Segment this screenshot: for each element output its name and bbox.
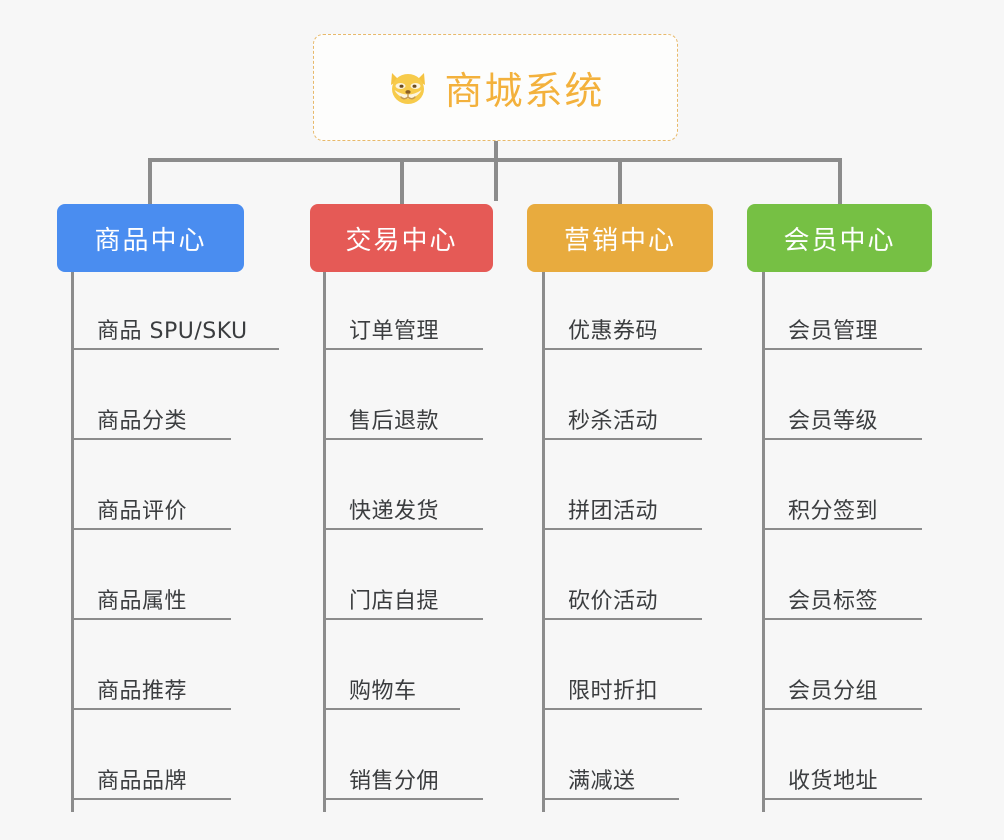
leaf-label: 砍价活动 xyxy=(568,589,659,615)
leaf-label: 会员管理 xyxy=(788,319,879,345)
leaf-item[interactable]: 购物车 xyxy=(323,654,460,710)
leaf-label: 购物车 xyxy=(349,679,417,705)
leaf-label: 收货地址 xyxy=(788,769,879,795)
leaf-item[interactable]: 满减送 xyxy=(542,744,679,800)
leaf-label: 订单管理 xyxy=(349,319,440,345)
category-header-label: 会员中心 xyxy=(783,225,896,256)
leaf-label: 满减送 xyxy=(568,769,636,795)
leaf-item[interactable]: 会员分组 xyxy=(762,654,922,710)
column-spine-3 xyxy=(542,272,545,812)
leaf-label: 门店自提 xyxy=(349,589,440,615)
leaf-item[interactable]: 限时折扣 xyxy=(542,654,702,710)
connector-bus xyxy=(148,158,842,162)
connector-root-stem xyxy=(494,141,498,201)
column-spine-4 xyxy=(762,272,765,812)
leaf-label: 限时折扣 xyxy=(568,679,659,705)
leaf-item[interactable]: 会员标签 xyxy=(762,564,922,620)
leaf-item[interactable]: 砍价活动 xyxy=(542,564,702,620)
leaf-label: 会员标签 xyxy=(788,589,879,615)
leaf-label: 商品推荐 xyxy=(97,679,188,705)
leaf-item[interactable]: 秒杀活动 xyxy=(542,384,702,440)
leaf-item[interactable]: 积分签到 xyxy=(762,474,922,530)
leaf-label: 会员等级 xyxy=(788,409,879,435)
leaf-label: 秒杀活动 xyxy=(568,409,659,435)
root-node[interactable]: 商城系统 xyxy=(313,34,678,141)
leaf-label: 商品分类 xyxy=(97,409,188,435)
category-header-4[interactable]: 会员中心 xyxy=(747,204,932,272)
column-spine-1 xyxy=(71,272,74,812)
column-spine-2 xyxy=(323,272,326,812)
category-header-2[interactable]: 交易中心 xyxy=(310,204,493,272)
leaf-label: 售后退款 xyxy=(349,409,440,435)
leaf-item[interactable]: 收货地址 xyxy=(762,744,922,800)
leaf-item[interactable]: 售后退款 xyxy=(323,384,483,440)
category-header-label: 商品中心 xyxy=(94,225,207,256)
leaf-label: 优惠券码 xyxy=(568,319,659,345)
connector-drop-3 xyxy=(618,158,622,205)
leaf-label: 商品属性 xyxy=(97,589,188,615)
leaf-label: 会员分组 xyxy=(788,679,879,705)
leaf-label: 商品 SPU/SKU xyxy=(97,319,248,345)
connector-drop-1 xyxy=(148,158,152,205)
connector-drop-4 xyxy=(838,158,842,205)
connector-drop-2 xyxy=(400,158,404,205)
category-header-label: 交易中心 xyxy=(345,225,458,256)
leaf-label: 商品评价 xyxy=(97,499,188,525)
category-header-label: 营销中心 xyxy=(563,225,676,256)
leaf-label: 拼团活动 xyxy=(568,499,659,525)
leaf-item[interactable]: 快递发货 xyxy=(323,474,483,530)
leaf-item[interactable]: 商品品牌 xyxy=(71,744,231,800)
leaf-item[interactable]: 商品评价 xyxy=(71,474,231,530)
leaf-item[interactable]: 订单管理 xyxy=(323,294,483,350)
leaf-item[interactable]: 拼团活动 xyxy=(542,474,702,530)
leaf-item[interactable]: 商品 SPU/SKU xyxy=(71,294,279,350)
leaf-item[interactable]: 会员管理 xyxy=(762,294,922,350)
leaf-label: 商品品牌 xyxy=(97,769,188,795)
leaf-item[interactable]: 门店自提 xyxy=(323,564,483,620)
leaf-item[interactable]: 优惠券码 xyxy=(542,294,702,350)
leaf-item[interactable]: 会员等级 xyxy=(762,384,922,440)
leaf-label: 销售分佣 xyxy=(349,769,440,795)
leaf-item[interactable]: 商品属性 xyxy=(71,564,231,620)
leaf-item[interactable]: 商品分类 xyxy=(71,384,231,440)
category-header-1[interactable]: 商品中心 xyxy=(57,204,244,272)
shiba-dog-face-icon xyxy=(386,66,430,110)
leaf-label: 快递发货 xyxy=(349,499,440,525)
root-title: 商城系统 xyxy=(444,69,605,113)
leaf-item[interactable]: 商品推荐 xyxy=(71,654,231,710)
leaf-item[interactable]: 销售分佣 xyxy=(323,744,483,800)
category-header-3[interactable]: 营销中心 xyxy=(527,204,713,272)
leaf-label: 积分签到 xyxy=(788,499,879,525)
